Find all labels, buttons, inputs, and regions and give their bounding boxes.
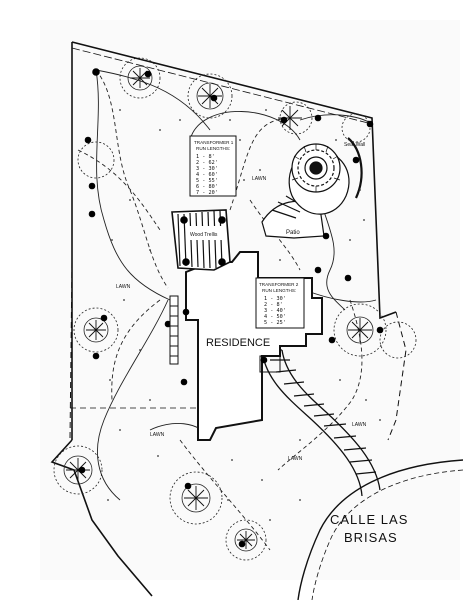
transformer-2-run: 2 - 8' <box>264 302 283 308</box>
fixture-icon <box>366 120 374 128</box>
street-label-line2: BRISAS <box>344 530 398 545</box>
transformer-2-run: 4 - 50' <box>264 314 286 320</box>
fixture-icon <box>184 482 192 490</box>
lawn-label-northeast: LAWN <box>252 176 267 182</box>
tree-icon <box>379 321 417 359</box>
tree-icon <box>77 141 115 179</box>
transformer-2-legend: TRANSFORMER 2 RUN LENGTHS: 1 - 30' 2 - 8… <box>255 277 305 329</box>
fixture-icon <box>314 266 322 274</box>
transformer-1-run: 7 - 20' <box>196 190 218 196</box>
transformer-1-title: TRANSFORMER 1 <box>194 140 234 145</box>
tree-icon <box>341 113 371 143</box>
fixture-icon <box>376 326 384 334</box>
lawn-label-west: LAWN <box>116 284 131 290</box>
transformer-1-run: 3 - 30' <box>196 166 218 172</box>
transformer-2-run: 1 - 30' <box>264 296 286 302</box>
fixture-icon <box>144 70 152 78</box>
wood-trellis-label: Wood Trellis <box>190 232 218 238</box>
fixture-icon <box>238 540 246 548</box>
fixture-icon <box>280 116 288 124</box>
seat-wall-label: Seat Wall <box>344 142 365 148</box>
shrub-icon <box>237 531 255 549</box>
shrub-icon <box>86 320 106 340</box>
tree-icon <box>225 519 267 561</box>
street-curb <box>297 459 463 600</box>
transformer-1-run: 1 - 8' <box>196 154 215 160</box>
transformer-2-run: 5 - 25' <box>264 320 286 326</box>
shrub-symbols <box>66 68 372 549</box>
fixture-icon <box>88 210 96 218</box>
fixture-icon <box>210 94 218 102</box>
transformer-1-legend: TRANSFORMER 1 RUN LENGTHS: 1 - 8' 2 - 62… <box>189 135 237 197</box>
fixture-icon <box>322 232 330 240</box>
transformer-1-run: 2 - 62' <box>196 160 218 166</box>
patio-label: Patio <box>286 230 300 236</box>
transformer-mount <box>169 295 179 365</box>
fixture-icon <box>344 274 352 282</box>
fixture-icon <box>352 156 360 164</box>
fixture-icon <box>328 336 336 344</box>
tree-icon <box>119 57 161 99</box>
transformer-1-run: 5 - 55' <box>196 178 218 184</box>
fixture-icon <box>92 68 100 76</box>
transformer-1-run: 4 - 60' <box>196 172 218 178</box>
fixture-icon <box>182 258 190 266</box>
transformer-2-run: 3 - 40' <box>264 308 286 314</box>
fixture-icon <box>260 356 268 364</box>
transformer-2-subtitle: RUN LENGTHS: <box>262 288 296 293</box>
fixture-icon <box>218 258 226 266</box>
fixture-icon <box>84 136 92 144</box>
fixture-icon <box>218 216 226 224</box>
fixture-icon <box>180 378 188 386</box>
lawn-label-east: LAWN <box>352 422 367 428</box>
fixture-icon <box>314 114 322 122</box>
shrub-icon <box>184 486 208 510</box>
shrub-icon <box>66 458 90 482</box>
tree-icon <box>333 303 387 357</box>
fixture-icon <box>78 466 86 474</box>
shrub-icon <box>198 84 222 108</box>
shrub-icon <box>278 106 302 130</box>
shrub-icon <box>348 318 372 342</box>
lawn-label-southwest: LAWN <box>150 432 165 438</box>
fixture-icon <box>88 182 96 190</box>
fire-pit-center <box>309 161 323 175</box>
fixture-icon <box>92 352 100 360</box>
fixture-icon <box>182 308 190 316</box>
tree-icon <box>187 73 233 119</box>
street-label-line1: CALLE LAS <box>330 512 408 527</box>
transformer-1-subtitle: RUN LENGTHS: <box>196 146 230 151</box>
residence-label: RESIDENCE <box>206 337 270 349</box>
fixture-icon <box>180 216 188 224</box>
tree-symbols <box>53 57 417 561</box>
tree-icon <box>169 471 223 525</box>
transformer-1-run: 6 - 80' <box>196 184 218 190</box>
patio <box>261 137 363 239</box>
shrub-icon <box>130 68 150 88</box>
lawn-stipple <box>107 109 381 521</box>
tree-icon <box>73 307 119 353</box>
tree-icon <box>53 445 103 495</box>
wood-trellis <box>171 209 231 271</box>
transformer-2-title: TRANSFORMER 2 <box>259 282 299 287</box>
fixture-icon <box>100 314 108 322</box>
lawn-label-south: LAWN <box>288 456 303 462</box>
property-boundary <box>50 41 407 597</box>
